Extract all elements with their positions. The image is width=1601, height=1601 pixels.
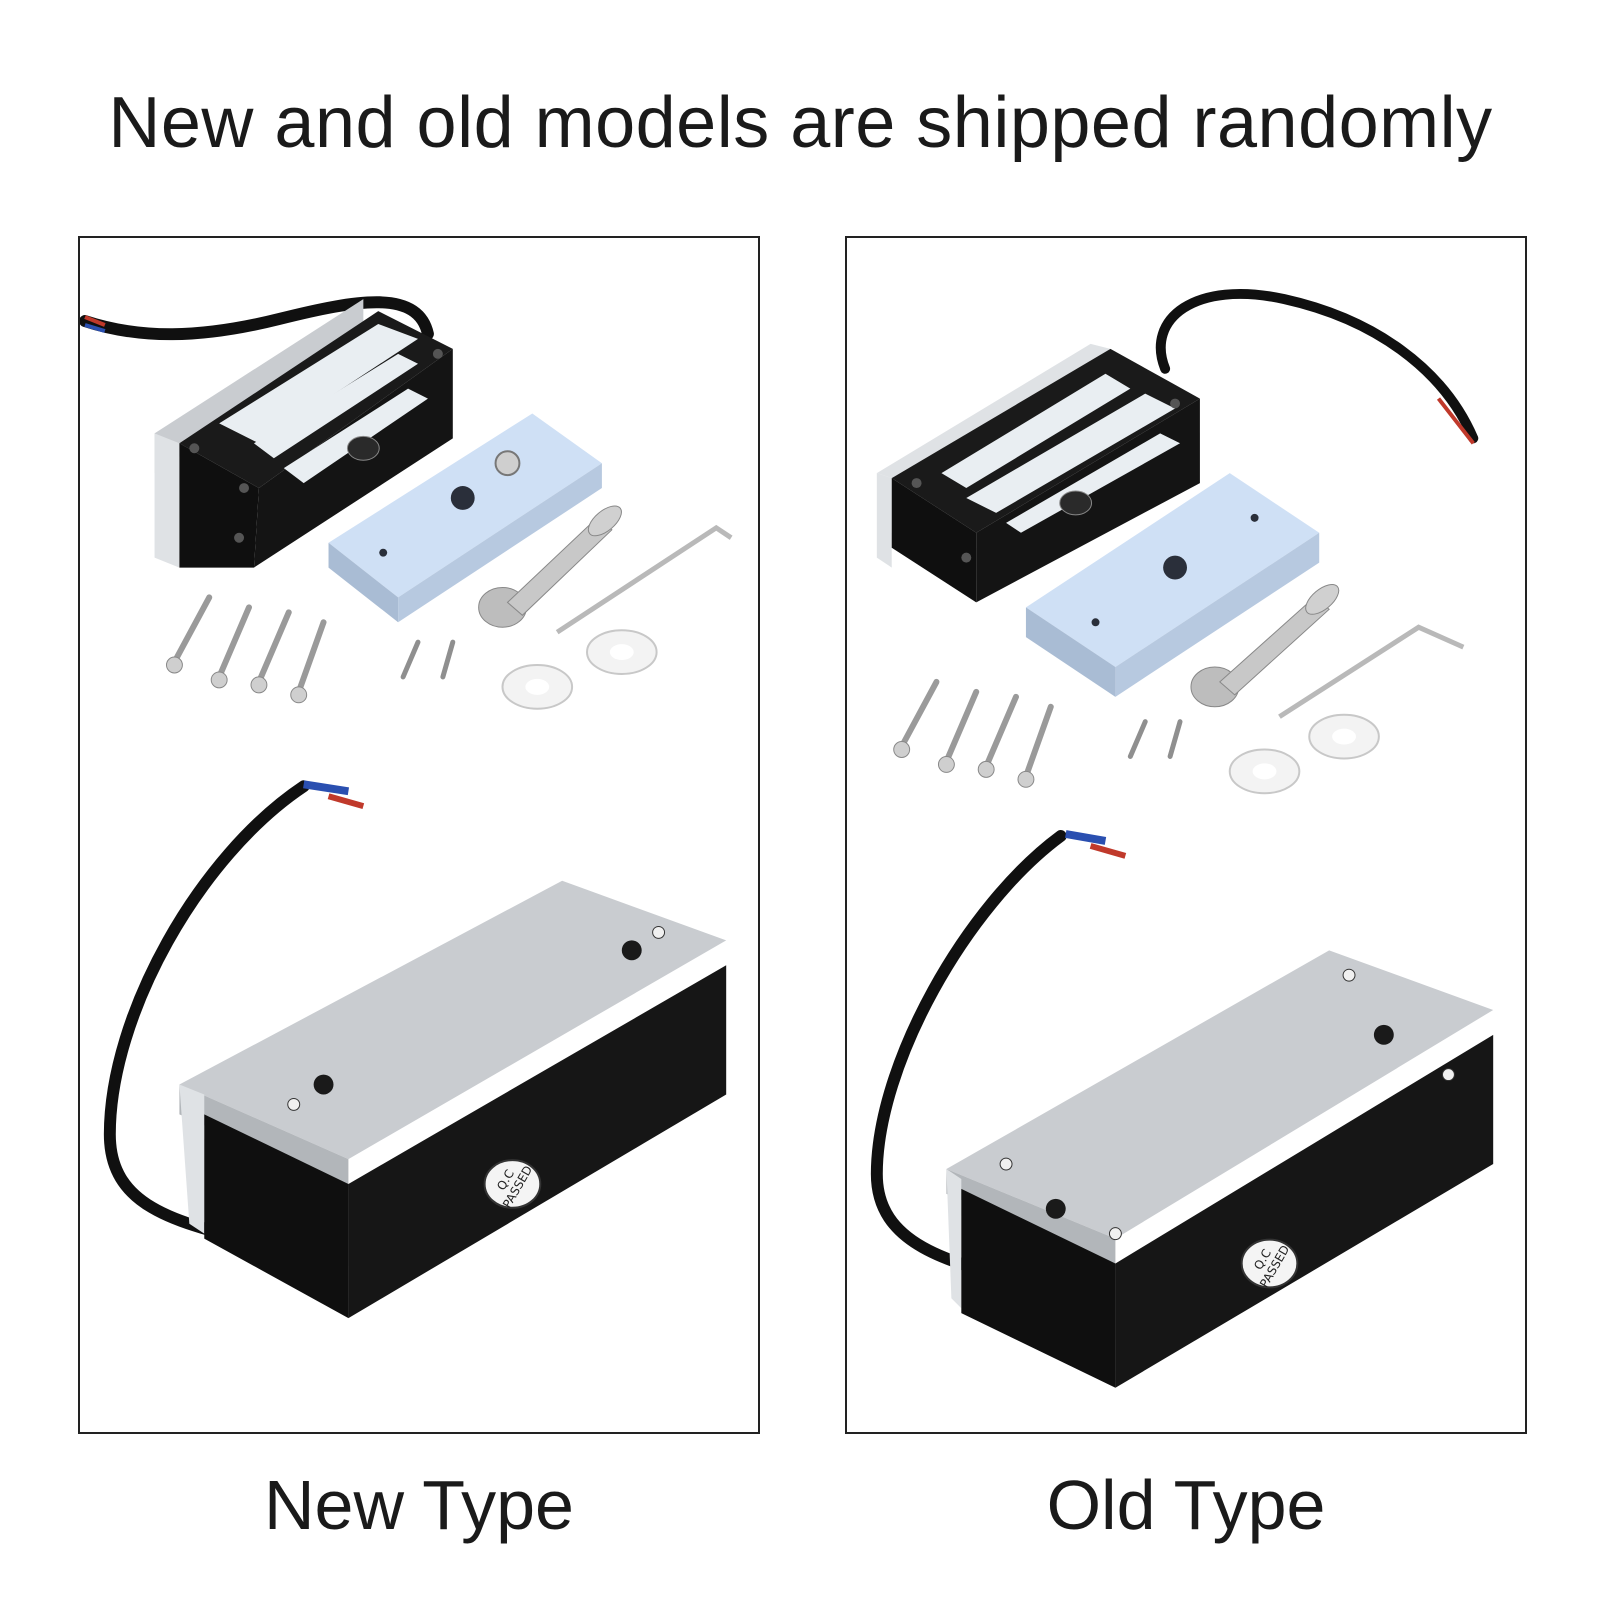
screws [898, 678, 1054, 780]
magnetic-lock-bottom: Q.C PASSED [179, 880, 727, 1319]
top-wire [80, 296, 434, 341]
bolt [478, 505, 622, 628]
bottom-wire [870, 830, 1067, 1290]
new-type-panel: Q.C PASSED [78, 236, 760, 1434]
hex-key [1278, 624, 1465, 719]
old-type-panel: Q.C PASSED [845, 236, 1527, 1434]
hex-key [555, 524, 733, 635]
washers [501, 629, 658, 710]
old-type-caption: Old Type [1046, 1466, 1326, 1544]
washers [1228, 713, 1380, 795]
magnetic-lock-top [154, 299, 453, 568]
screws [171, 594, 327, 695]
new-type-product-photo: Q.C PASSED [80, 296, 733, 1319]
bolt [1190, 584, 1340, 708]
magnetic-lock-top [876, 343, 1200, 603]
pins [1127, 719, 1183, 759]
top-wire [1155, 289, 1479, 444]
magnetic-lock-bottom: Q.C PASSED [946, 950, 1494, 1388]
old-type-product-photo: Q.C PASSED [870, 289, 1494, 1388]
bottom-wire [103, 780, 310, 1250]
pins [400, 639, 456, 680]
new-type-caption: New Type [264, 1466, 574, 1544]
headline: New and old models are shipped randomly [108, 83, 1493, 163]
armature-plate [1025, 473, 1320, 697]
armature-plate [328, 413, 602, 623]
